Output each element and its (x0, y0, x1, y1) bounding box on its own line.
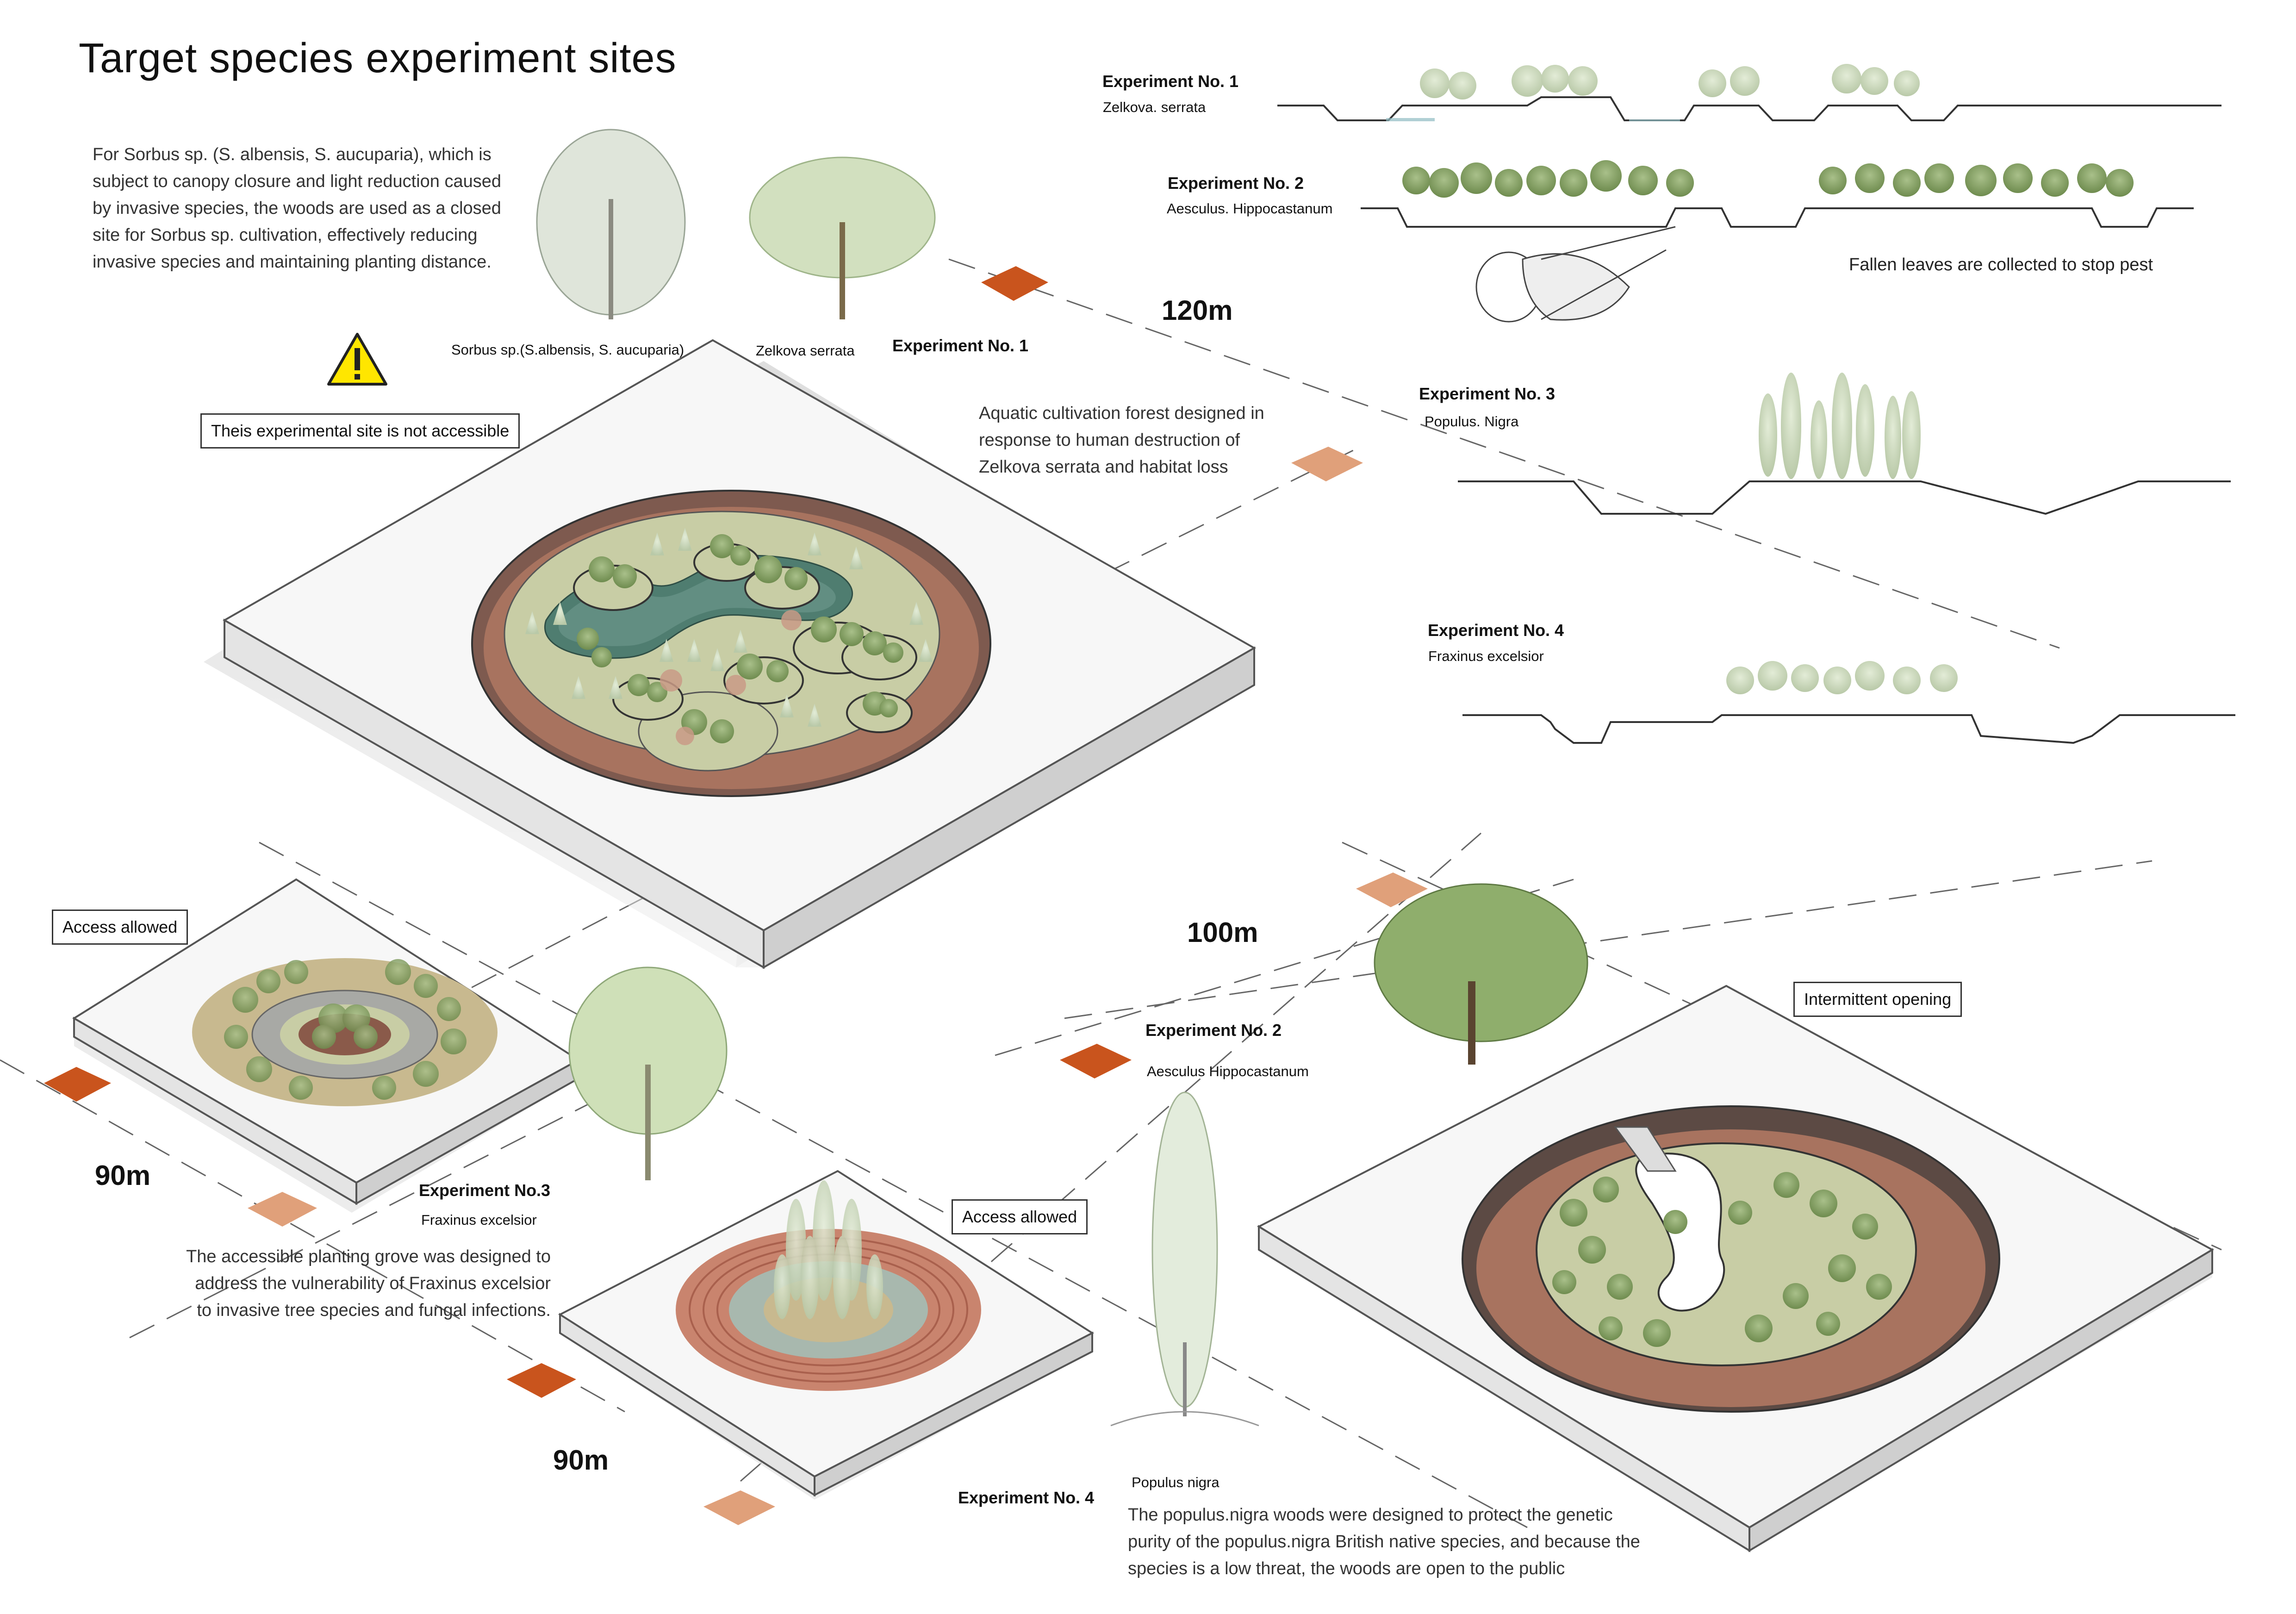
exp2-species: Aesculus Hippocastanum (1147, 1063, 1309, 1079)
section-4-head: Experiment No. 4 (1428, 621, 1564, 640)
not-accessible-badge: Theis experimental site is not accessibl… (200, 413, 520, 449)
dimension-90m-a: 90m (95, 1160, 151, 1191)
exp3-species: Fraxinus excelsior (421, 1212, 537, 1228)
access-allowed-badge-2: Access allowed (952, 1199, 1088, 1234)
page-title: Target species experiment sites (79, 35, 677, 81)
dimension-90m-b: 90m (553, 1445, 609, 1476)
section-2-species: Aesculus. Hippocastanum (1167, 200, 1333, 217)
section-3-head: Experiment No. 3 (1419, 384, 1556, 403)
section-2-head: Experiment No. 2 (1168, 174, 1304, 193)
populus-description: The populus.nigra woods were designed to… (1128, 1505, 1640, 1578)
warning-triangle-icon (327, 333, 387, 386)
exp3-description: The accessible planting grove was design… (186, 1247, 551, 1320)
populus-nigra-label: Populus nigra (1132, 1474, 1220, 1490)
exp1-description: Aquatic cultivation forest designed in r… (979, 404, 1264, 477)
site-4-platform (558, 1170, 1095, 1500)
illustrated-trees (536, 129, 1588, 1427)
access-allowed-badge-1: Access allowed (52, 910, 188, 945)
sorbus-label: Sorbus sp.(S.albensis, S. aucuparia) (451, 342, 684, 358)
section-1-species: Zelkova. serrata (1103, 99, 1206, 115)
exp3-head: Experiment No.3 (419, 1181, 551, 1200)
section-diagrams (1277, 96, 2235, 744)
site-2-platform (1257, 985, 2215, 1552)
site-1-platform (204, 339, 1257, 969)
section-water (1386, 118, 1680, 121)
section-4-species: Fraxinus excelsior (1428, 648, 1544, 664)
section-trees (1402, 64, 2134, 694)
section-3-species: Populus. Nigra (1425, 413, 1519, 430)
intermittent-opening-badge: Intermittent opening (1793, 982, 1962, 1017)
site-3-platform (72, 878, 580, 1213)
dimension-120m: 120m (1162, 295, 1233, 326)
leaf-net-detail (1475, 226, 1676, 323)
section-2-note: Fallen leaves are collected to stop pest (1849, 255, 2153, 274)
orange-markers (44, 266, 1428, 1525)
intro-paragraph: For Sorbus sp. (S. albensis, S. aucupari… (93, 145, 501, 272)
exp4-head: Experiment No. 4 (958, 1488, 1095, 1507)
exp2-head: Experiment No. 2 (1145, 1021, 1282, 1040)
site-1-trees (525, 528, 933, 745)
dimension-100m: 100m (1187, 917, 1258, 948)
exp1-head: Experiment No. 1 (892, 336, 1029, 355)
section-1-head: Experiment No. 1 (1102, 72, 1239, 91)
zelkova-label: Zelkova serrata (756, 343, 855, 359)
